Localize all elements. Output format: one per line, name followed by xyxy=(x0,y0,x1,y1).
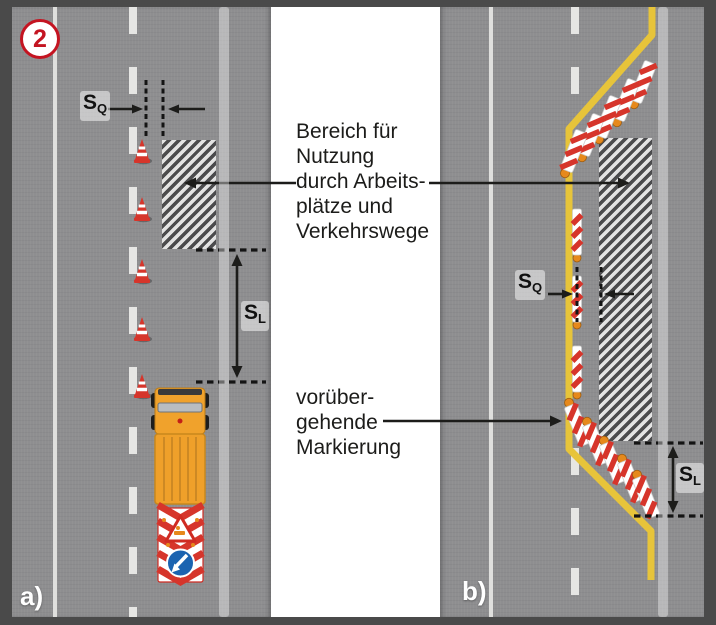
dim-s: S xyxy=(244,301,259,324)
diagram-canvas: 2 Bereich für Nutzung durch Arbeits- plä… xyxy=(12,7,704,617)
annotation-line: vorüber- xyxy=(296,385,378,410)
dim-q-sub: Q xyxy=(97,101,108,116)
figure-number-badge: 2 xyxy=(20,19,60,59)
dimension-label-sq-a: SQ xyxy=(80,91,111,121)
dim-l-sub: L xyxy=(258,311,266,326)
annotation-line: Verkehrswege xyxy=(296,219,433,244)
dimension-label-sq-b: SQ xyxy=(515,270,546,300)
dimension-label-sl-a: SL xyxy=(241,301,269,331)
edge-line-a-right xyxy=(219,7,229,617)
annotation-line: gehende xyxy=(296,410,381,435)
dim-s: S xyxy=(518,270,533,293)
center-white-column xyxy=(271,7,440,617)
edge-line-a-left xyxy=(53,7,57,617)
edge-line-b-right xyxy=(658,7,668,617)
dimension-label-sl-b: SL xyxy=(676,463,704,493)
panel-a-label: a) xyxy=(20,581,44,611)
center-dash-line-a xyxy=(129,7,137,617)
dim-s: S xyxy=(679,463,694,486)
center-dash-line-b-top xyxy=(571,7,579,125)
panel-b-label: b) xyxy=(462,576,487,606)
annotation-line: Nutzung xyxy=(296,144,378,169)
center-dash-line-b-bottom xyxy=(571,448,579,617)
annotation-line: plätze und xyxy=(296,194,396,219)
temporary-marking-annotation: vorüber- gehende Markierung xyxy=(296,385,405,460)
annotation-line: durch Arbeits- xyxy=(296,169,429,194)
work-area-hatch-a xyxy=(162,140,216,249)
dim-q-sub: Q xyxy=(532,280,543,295)
work-area-annotation: Bereich für Nutzung durch Arbeits- plätz… xyxy=(296,119,433,244)
work-area-hatch-b xyxy=(599,138,652,441)
figure-number: 2 xyxy=(33,24,47,53)
annotation-line: Markierung xyxy=(296,435,405,460)
dim-s: S xyxy=(83,91,98,114)
dim-l-sub: L xyxy=(693,473,701,488)
edge-line-b-left xyxy=(489,7,493,617)
annotation-line: Bereich für xyxy=(296,119,401,144)
road-panel-a xyxy=(12,7,271,617)
